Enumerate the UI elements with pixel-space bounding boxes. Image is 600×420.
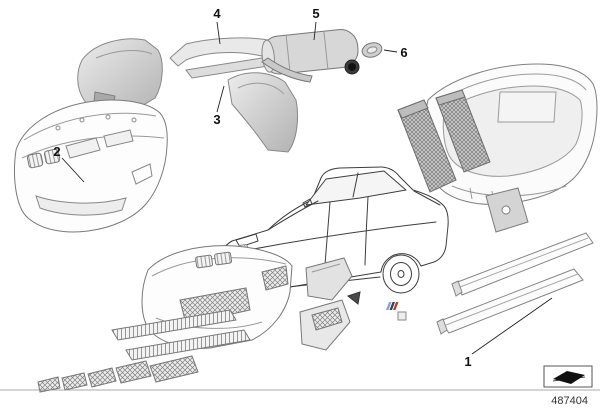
- callout-4[interactable]: 4: [213, 6, 221, 21]
- leader-line-5: [313, 21, 317, 41]
- leader-line-2: [61, 157, 85, 183]
- bumper-trim-shell-part: [227, 72, 299, 153]
- legend-icon: [543, 365, 593, 388]
- leader-line-4: [216, 21, 221, 45]
- leader-lines: [61, 21, 553, 355]
- mesh-grille-parts: [37, 309, 251, 393]
- m-performance-badge-icon: [386, 302, 399, 310]
- side-skirt-part: [436, 232, 594, 335]
- trim-strip-part: [169, 37, 277, 79]
- exhaust-clamp-part: [361, 42, 383, 58]
- leader-line-1: [471, 297, 553, 355]
- callout-5[interactable]: 5: [312, 6, 319, 21]
- rear-bumper-corner-part: [77, 38, 163, 115]
- impact-absorber-part: [397, 89, 491, 193]
- muffler-part: [261, 29, 360, 83]
- leader-line-3: [216, 85, 225, 113]
- leader-line-6: [383, 49, 398, 53]
- callout-6[interactable]: 6: [400, 45, 407, 60]
- callout-3[interactable]: 3: [213, 112, 220, 127]
- callout-2[interactable]: 2: [53, 144, 60, 159]
- callout-1[interactable]: 1: [464, 354, 471, 369]
- air-duct-part: [299, 257, 407, 351]
- front-bumper-part: [14, 99, 168, 233]
- mounting-bracket-part: [485, 187, 529, 233]
- part-number: 487404: [551, 395, 588, 407]
- aero-front-bumper-part: [141, 245, 293, 349]
